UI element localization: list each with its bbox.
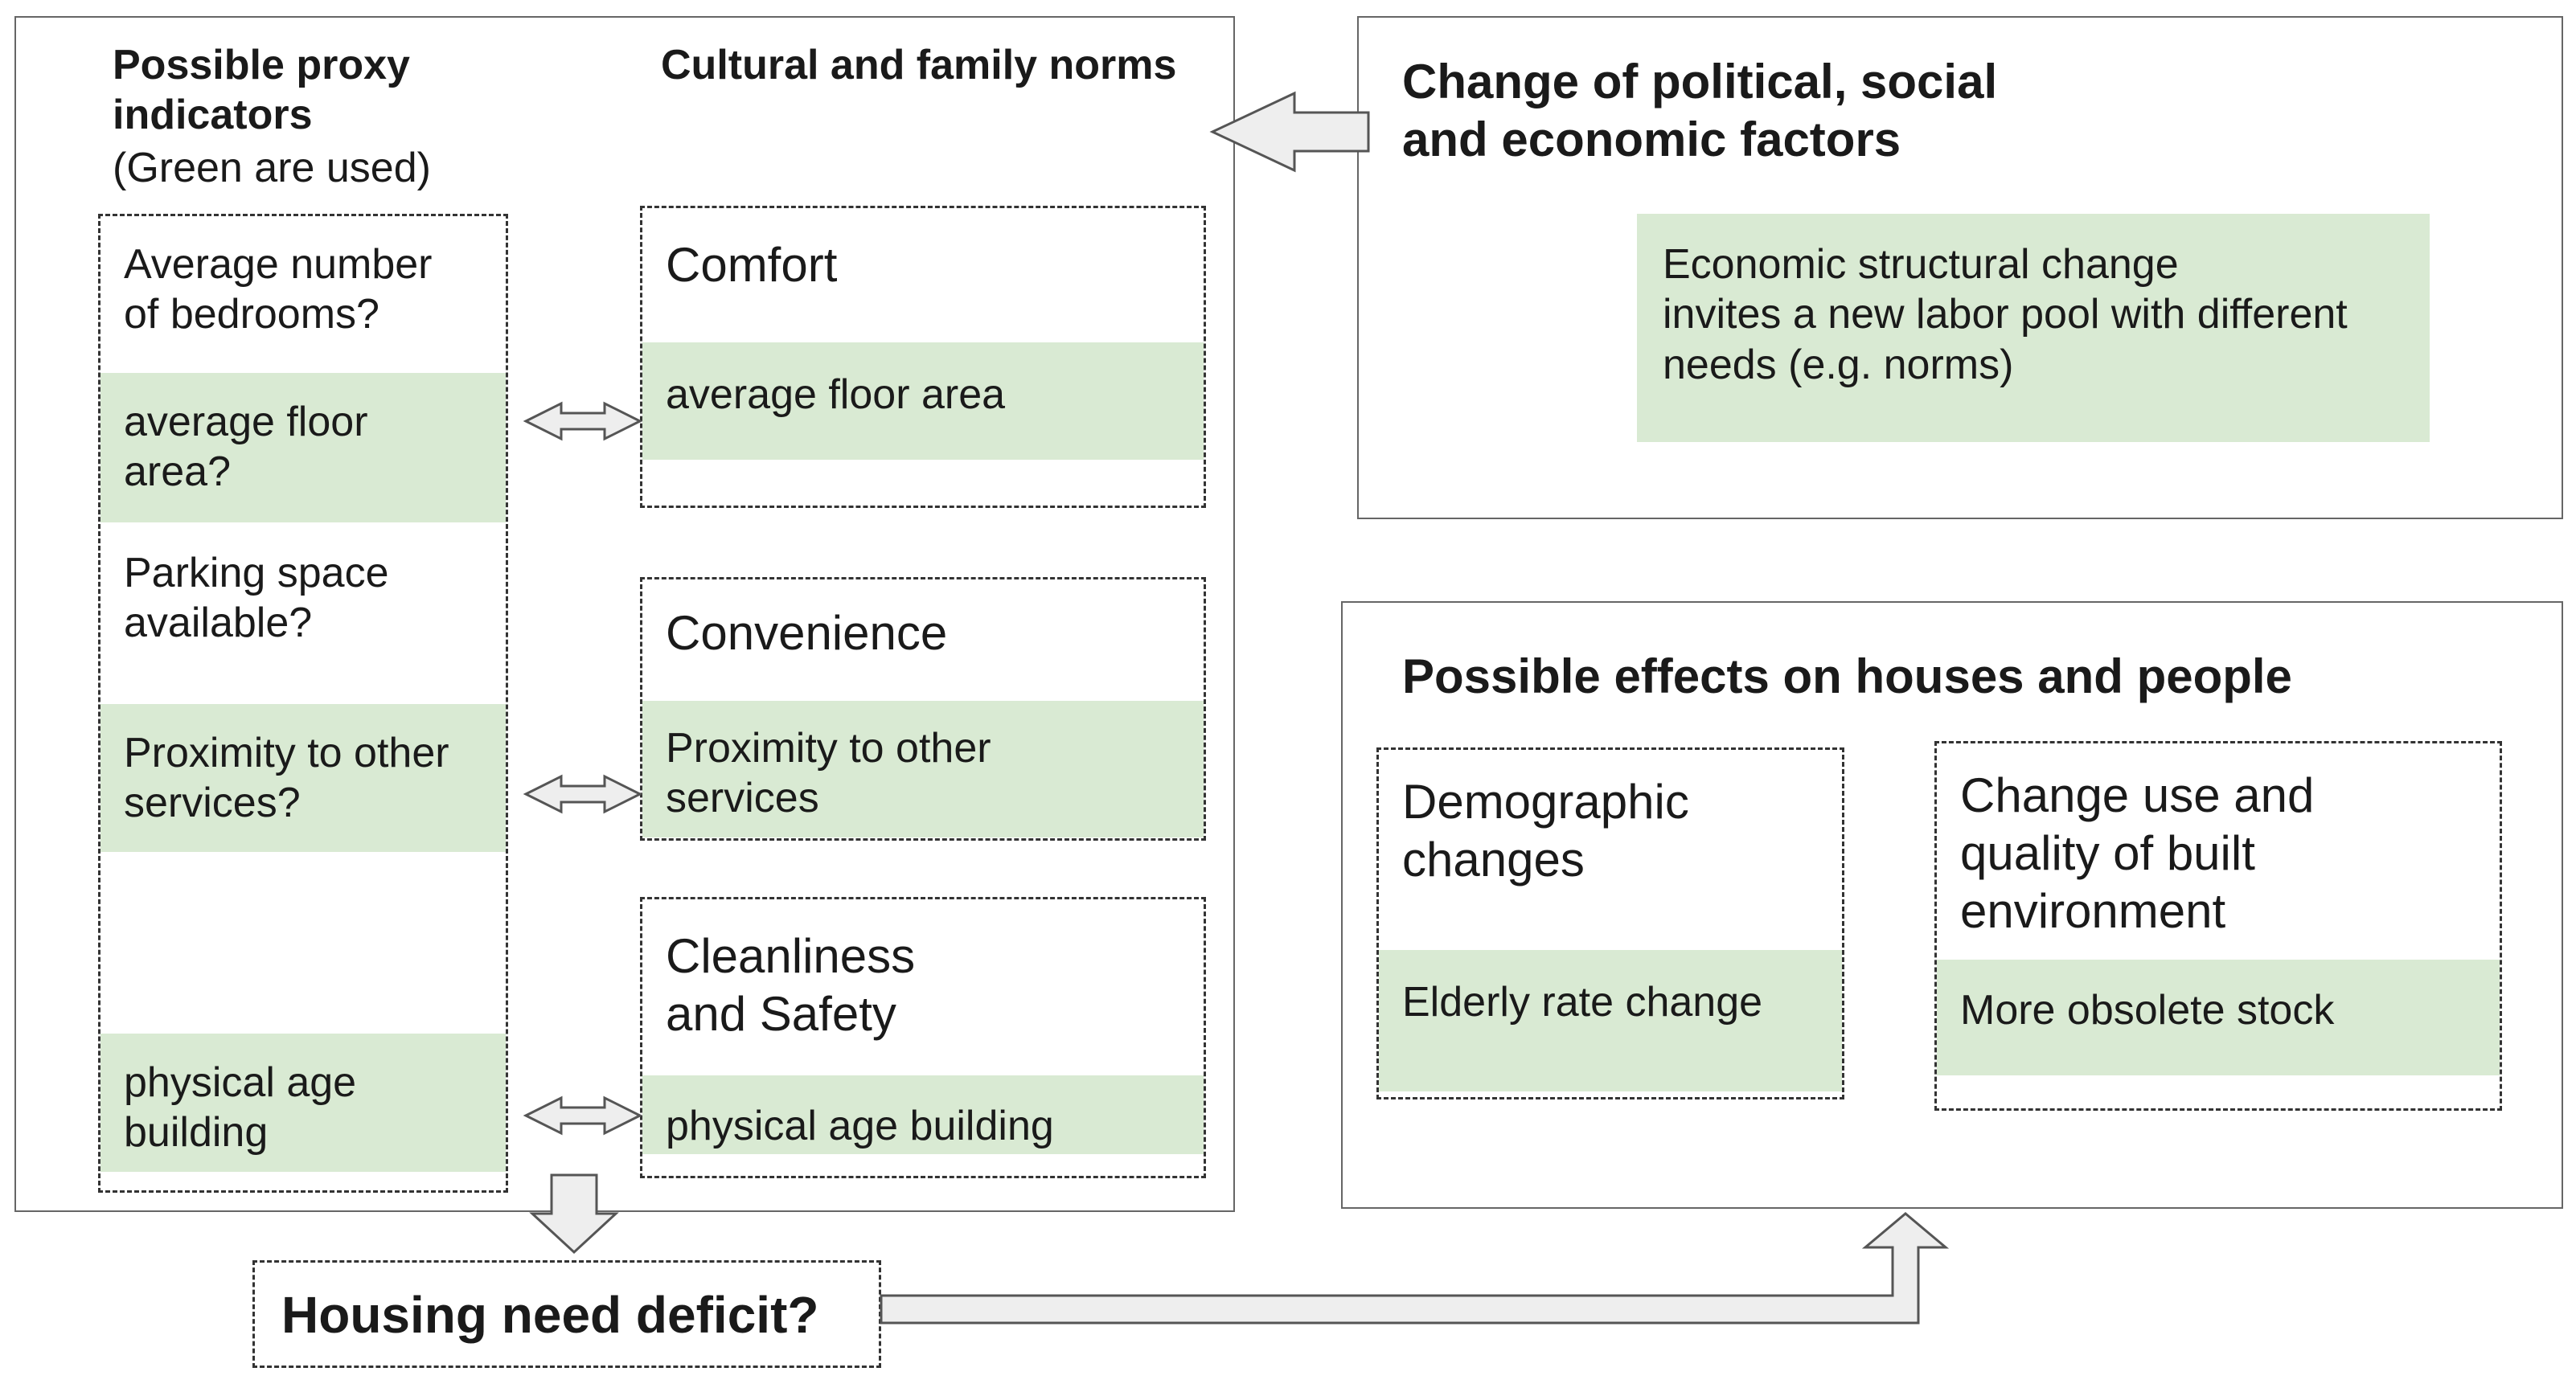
- proxy-norms-panel: [14, 16, 1235, 1212]
- built-environment-box: [1934, 741, 2502, 1111]
- double-arrow-proximity: [523, 774, 643, 814]
- factors-panel: [1357, 16, 2563, 519]
- norm-convenience-indicator: Proximity to other services: [666, 725, 991, 822]
- built-environment-title: Change use and quality of built environm…: [1960, 768, 2315, 938]
- factors-note-highlight: [1637, 214, 2430, 442]
- factors-title: Change of political, social and economic…: [1402, 55, 1998, 166]
- norm-cleanliness-title: Cleanliness and Safety: [666, 929, 916, 1041]
- proxy-indicators-note: (Green are used): [113, 145, 431, 191]
- housing-deficit-label: Housing need deficit?: [281, 1286, 819, 1344]
- demographic-box: [1376, 747, 1844, 1099]
- proxy-item-floor-area: average floor area?: [124, 399, 368, 496]
- effects-title: Possible effects on houses and people: [1402, 649, 2292, 703]
- proxy-item-proximity: Proximity to other services?: [124, 730, 449, 827]
- double-arrow-floor-area: [523, 401, 643, 441]
- proxy-item-parking: Parking space available?: [124, 550, 389, 647]
- norm-convenience-title: Convenience: [666, 606, 948, 660]
- proxy-item-bedrooms: Average number of bedrooms?: [124, 241, 433, 338]
- norm-comfort-indicator: average floor area: [666, 371, 1006, 418]
- demographic-indicator: Elderly rate change: [1402, 979, 1763, 1026]
- effects-panel: [1341, 601, 2563, 1209]
- norm-comfort-highlight: [642, 342, 1204, 460]
- proxy-item-physical-age: physical age building: [124, 1059, 357, 1157]
- arrow-down-to-deficit: [529, 1173, 619, 1255]
- factors-note: Economic structural change invites a new…: [1663, 241, 2348, 388]
- norm-cleanliness-box: [640, 897, 1206, 1178]
- norm-convenience-box: [640, 577, 1206, 841]
- cultural-norms-heading: Cultural and family norms: [661, 42, 1177, 88]
- norm-comfort-box: [640, 206, 1206, 508]
- demographic-title: Demographic changes: [1402, 775, 1689, 886]
- norm-cleanliness-highlight: [642, 1075, 1204, 1154]
- built-environment-highlight: [1937, 960, 2500, 1075]
- norm-cleanliness-indicator: physical age building: [666, 1103, 1054, 1149]
- proxy-item-highlight: [100, 1034, 506, 1172]
- arrow-deficit-to-effects: [880, 1212, 1950, 1325]
- proxy-item-highlight: [100, 373, 506, 522]
- norm-convenience-highlight: [642, 701, 1204, 837]
- proxy-item-highlight: [100, 704, 506, 852]
- arrow-factors-to-norms: [1209, 91, 1370, 173]
- proxy-indicator-list: [98, 214, 508, 1193]
- demographic-highlight: [1379, 950, 1842, 1091]
- proxy-indicators-heading: Possible proxy indicators: [113, 42, 410, 139]
- double-arrow-physical-age: [523, 1095, 643, 1136]
- norm-comfort-title: Comfort: [666, 238, 838, 292]
- built-environment-indicator: More obsolete stock: [1960, 987, 2335, 1034]
